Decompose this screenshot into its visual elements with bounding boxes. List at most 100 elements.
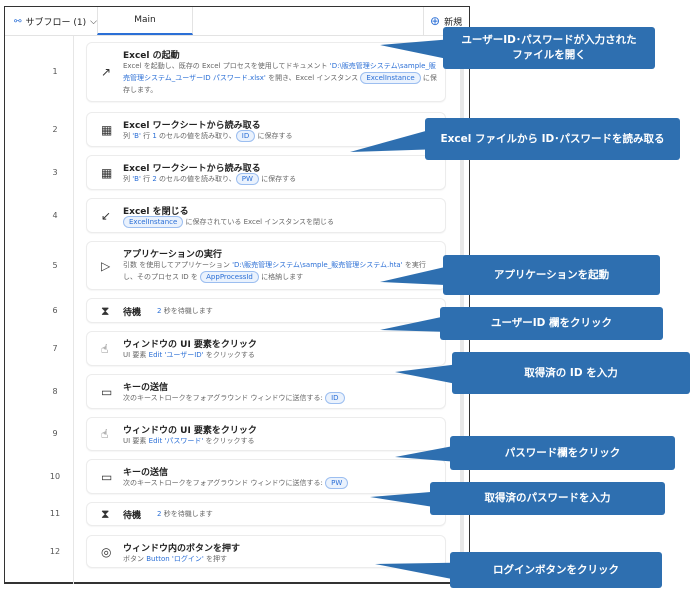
annotation-callout: ユーザーID 欄をクリック bbox=[440, 307, 663, 340]
variable-pill[interactable]: AppProcessId bbox=[200, 271, 259, 283]
callout-pointer bbox=[380, 39, 445, 59]
play-icon: ▷ bbox=[101, 258, 111, 273]
step-desc: に格納します bbox=[258, 273, 304, 281]
keyboard-icon: ▭ bbox=[101, 384, 113, 399]
annotation-callout: ユーザーID･パスワードが入力された ファイルを開く bbox=[443, 27, 655, 69]
step-title: アプリケーションの実行 bbox=[123, 250, 222, 260]
new-subflow-button[interactable]: ⊕ 新規 bbox=[423, 7, 462, 35]
step-number: 12 bbox=[49, 546, 61, 556]
callout-pointer bbox=[350, 130, 427, 152]
annotation-callout: ログインボタンをクリック bbox=[450, 552, 662, 588]
variable-pill[interactable]: ID bbox=[325, 392, 345, 404]
action-step[interactable]: ⧗ 待機 2 秒を待機します bbox=[86, 502, 446, 526]
action-step[interactable]: ▷アプリケーションの実行引数 を使用してアプリケーション 'D:\販売管理システ… bbox=[86, 241, 446, 290]
step-desc: UI 要素 bbox=[123, 437, 149, 445]
keyboard-icon: ▭ bbox=[101, 469, 113, 484]
row-value: 1 bbox=[152, 132, 157, 140]
step-link: 'D:\販売管理システム\sample_販売管理システム.hta' bbox=[232, 261, 403, 269]
subflow-label: サブフロー (1) bbox=[25, 18, 87, 28]
button-icon: ◎ bbox=[101, 544, 112, 559]
step-number: 8 bbox=[52, 386, 58, 396]
variable-pill[interactable]: ExcelInstance bbox=[123, 216, 184, 228]
step-title: 待機 bbox=[123, 511, 142, 521]
step-number: 2 bbox=[52, 124, 58, 134]
step-link: Edit 'パスワード' bbox=[148, 437, 204, 445]
step-number: 7 bbox=[52, 343, 58, 353]
line-number-divider bbox=[73, 36, 74, 584]
step-title: Excel を閉じる bbox=[123, 207, 189, 217]
wait-seconds: 2 bbox=[157, 306, 162, 315]
plus-circle-icon: ⊕ bbox=[430, 14, 441, 28]
step-title: ウィンドウの UI 要素をクリック bbox=[123, 426, 257, 436]
annotation-callout: 取得済の ID を入力 bbox=[452, 352, 690, 394]
step-number: 9 bbox=[52, 429, 58, 438]
variable-pill[interactable]: PW bbox=[235, 173, 259, 185]
step-title: ウィンドウの UI 要素をクリック bbox=[123, 340, 257, 350]
step-desc: Excel を起動し、既存の Excel プロセスを使用してドキュメント bbox=[123, 62, 330, 70]
annotation-callout: アプリケーションを起動 bbox=[443, 255, 660, 295]
hourglass-icon: ⧗ bbox=[101, 507, 110, 521]
step-title: キーの送信 bbox=[123, 468, 169, 478]
step-desc: をクリックする bbox=[203, 351, 255, 359]
step-link: Edit 'ユーザーID' bbox=[148, 351, 204, 359]
step-desc: を開き、Excel インスタンス bbox=[265, 74, 361, 82]
callout-pointer bbox=[380, 316, 442, 332]
step-desc: 行 bbox=[140, 132, 153, 140]
tab-main[interactable]: Main bbox=[97, 7, 193, 35]
step-desc: 秒を待機します bbox=[161, 510, 213, 518]
step-link: 'D:\販売管理システム\sample_販売管理システム_ユーザーID パスワー… bbox=[123, 62, 436, 82]
annotation-callout: パスワード欄をクリック bbox=[450, 436, 675, 470]
arrow-up-right-icon: ↗ bbox=[101, 65, 112, 79]
callout-pointer bbox=[395, 364, 454, 384]
action-step[interactable]: ▭ キーの送信次のキーストロークをフォアグラウンド ウィンドウに送信する: PW bbox=[86, 459, 446, 494]
step-title: キーの送信 bbox=[123, 383, 169, 393]
step-desc: のセルの値を読み取り、 bbox=[156, 175, 236, 183]
variable-pill[interactable]: ExcelInstance bbox=[360, 72, 421, 84]
callout-pointer bbox=[395, 446, 452, 462]
step-number: 1 bbox=[52, 67, 58, 76]
step-number: 4 bbox=[52, 210, 58, 220]
step-title: Excel ワークシートから読み取る bbox=[123, 164, 261, 174]
action-step[interactable]: ▦Excel ワークシートから読み取る列 'B' 行 2 のセルの値を読み取り、… bbox=[86, 155, 446, 190]
step-desc: のセルの値を読み取り、 bbox=[156, 132, 236, 140]
action-step[interactable]: ◎ウィンドウ内のボタンを押すボタン Button 'ログイン' を押す bbox=[86, 535, 446, 568]
subflow-dropdown[interactable]: ⚯ サブフロー (1) ⌵ bbox=[14, 15, 97, 29]
step-desc: 次のキーストロークをフォアグラウンド ウィンドウに送信する: bbox=[123, 479, 326, 487]
variable-pill[interactable]: ID bbox=[235, 130, 256, 142]
callout-pointer bbox=[375, 562, 452, 579]
annotation-callout: Excel ファイルから ID･パスワードを読み取る bbox=[425, 118, 680, 160]
step-number: 5 bbox=[52, 260, 58, 270]
step-desc: 次のキーストロークをフォアグラウンド ウィンドウに送信する: bbox=[123, 394, 326, 402]
variable-pill[interactable]: PW bbox=[325, 477, 349, 489]
step-title: Excel ワークシートから読み取る bbox=[123, 121, 261, 131]
step-title: Excel の起動 bbox=[123, 51, 180, 61]
wait-seconds: 2 bbox=[157, 510, 162, 518]
hourglass-icon: ⧗ bbox=[101, 303, 110, 318]
excel-icon: ▦ bbox=[101, 165, 113, 180]
action-step[interactable]: ▦Excel ワークシートから読み取る列 'B' 行 1 のセルの値を読み取り、… bbox=[86, 112, 446, 147]
step-desc: を実行し、そのプロセス ID を bbox=[123, 261, 426, 281]
callout-pointer bbox=[370, 491, 432, 507]
step-title: ウィンドウ内のボタンを押す bbox=[123, 544, 241, 554]
step-desc: UI 要素 bbox=[123, 351, 149, 359]
column-value: 'B' bbox=[132, 175, 141, 183]
step-desc: をクリックする bbox=[203, 437, 255, 445]
click-icon: ☝ bbox=[101, 427, 109, 441]
step-desc: に保存する bbox=[255, 132, 293, 140]
click-icon: ☝ bbox=[101, 341, 109, 356]
step-link: Button 'ログイン' bbox=[146, 555, 204, 563]
annotation-callout: 取得済のパスワードを入力 bbox=[430, 482, 665, 515]
action-step[interactable]: ▭ キーの送信次のキーストロークをフォアグラウンド ウィンドウに送信する: ID bbox=[86, 374, 446, 409]
step-desc: 行 bbox=[140, 175, 153, 183]
step-desc: 秒を待機します bbox=[161, 306, 213, 315]
step-desc: に保存されている Excel インスタンスを閉じる bbox=[183, 218, 335, 226]
new-label: 新規 bbox=[444, 17, 463, 28]
step-number: 6 bbox=[52, 305, 58, 315]
step-desc: に保存します。 bbox=[123, 74, 437, 94]
